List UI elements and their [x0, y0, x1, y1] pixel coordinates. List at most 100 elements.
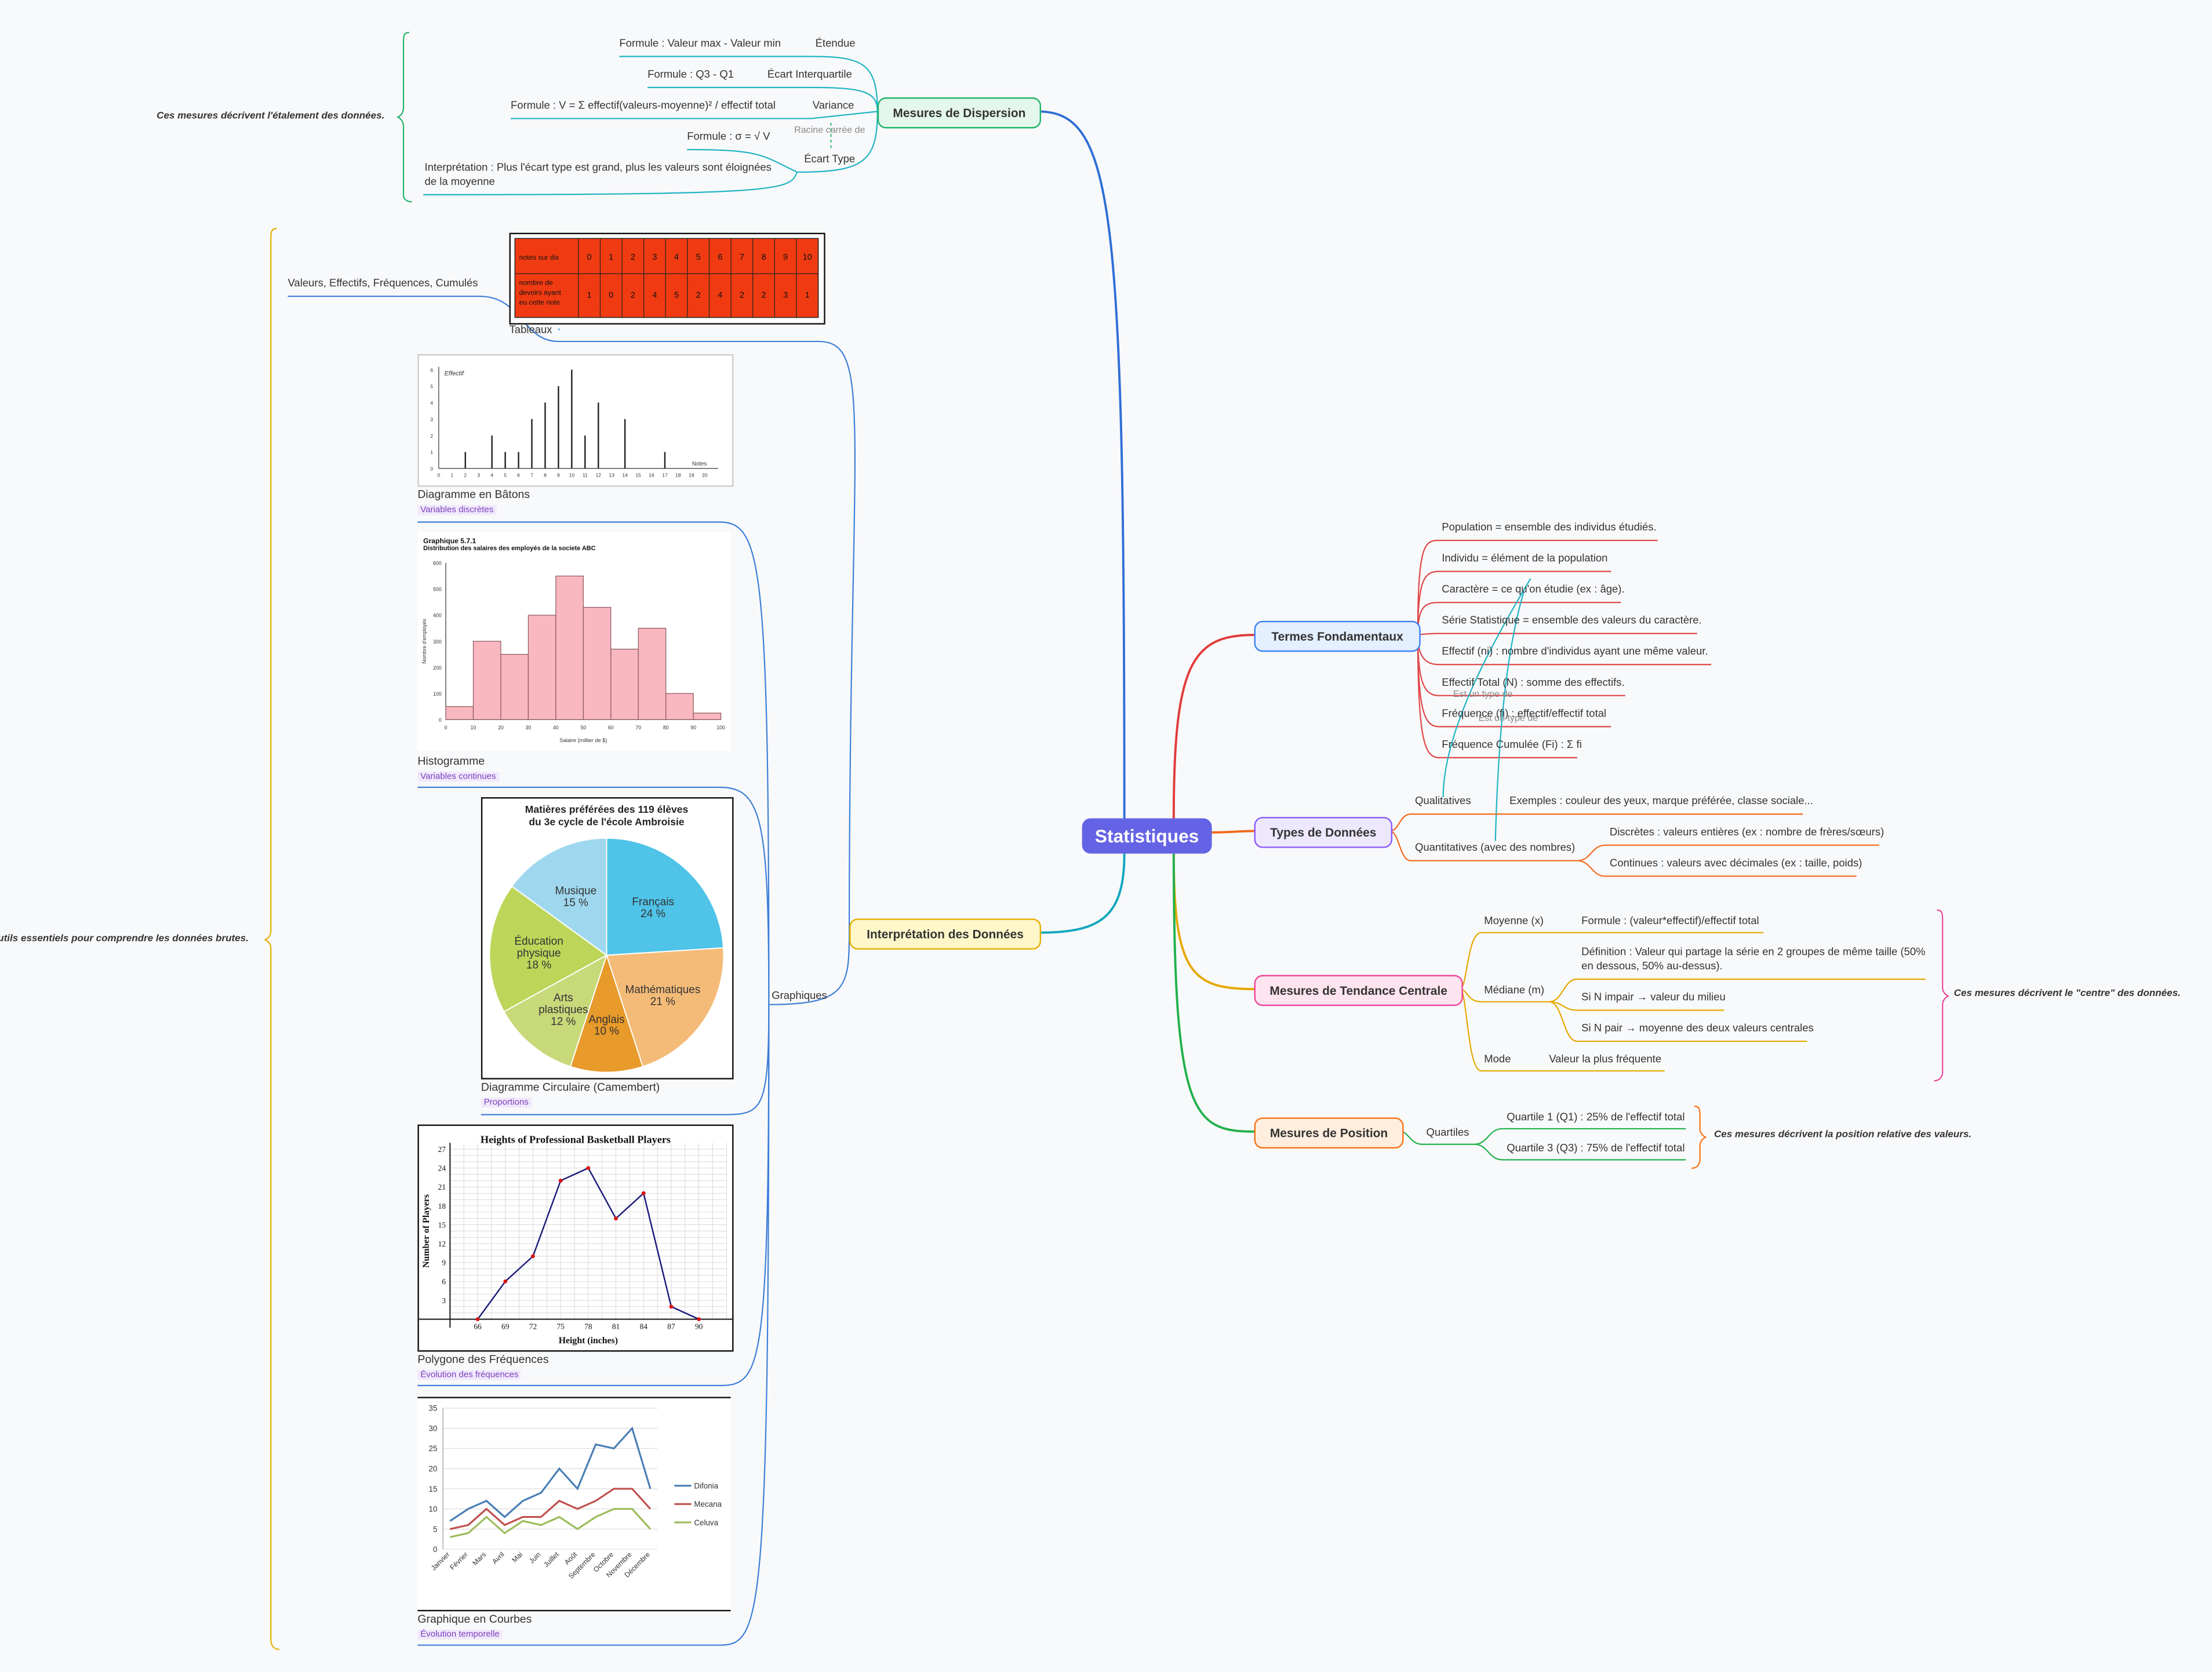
table-note-cell: 5 [696, 253, 701, 262]
dispersion-ecart-type[interactable]: Écart Type [804, 152, 856, 165]
pie-slice-label: Mathématiques [625, 984, 701, 996]
poly-x-tick: 69 [501, 1322, 510, 1331]
terme-item[interactable]: Individu = élément de la population [1442, 551, 1608, 565]
frequency-polygon-chart: Heights of Professional Basketball Playe… [419, 1133, 733, 1346]
lines-y-tick: 35 [429, 1404, 438, 1413]
poly-x-tick: 90 [695, 1322, 703, 1331]
tag-batons: Variables discrètes [417, 505, 497, 515]
tendance-mediane-def[interactable]: Définition : Valeur qui partage la série… [1581, 945, 1926, 958]
bar-y-tick: 0 [430, 466, 433, 472]
table-count-cell: 4 [718, 291, 722, 300]
terme-item[interactable]: Fréquence (fi) : effectif/effectif total [1442, 707, 1607, 720]
bar-x-tick: 14 [622, 472, 628, 478]
tendance-moyenne-formula[interactable]: Formule : (valeur*effectif)/effectif tot… [1581, 914, 1759, 927]
type-continues[interactable]: Continues : valeurs avec décimales (ex :… [1609, 856, 1862, 870]
tendance-mediane[interactable]: Médiane (m) [1484, 983, 1544, 997]
tableaux-label[interactable]: Tableaux ◔ [509, 323, 562, 336]
table-count-cell: 0 [609, 291, 613, 300]
pie-slice [606, 837, 725, 956]
tendance-mode-def[interactable]: Valeur la plus fréquente [1549, 1052, 1662, 1066]
central-topic[interactable]: Statistiques [1082, 818, 1212, 854]
bar-x-tick: 8 [544, 472, 547, 478]
table-row1-label: notes sur dix [519, 253, 559, 261]
hist-x-label: Salaire (millier de $) [559, 737, 607, 743]
poly-y-tick: 12 [438, 1240, 446, 1248]
dispersion-variance[interactable]: Variance [812, 99, 854, 112]
terme-item[interactable]: Fréquence Cumulée (Fi) : Σ fi [1442, 737, 1582, 751]
caption-circulaire[interactable]: Diagramme Circulaire (Camembert) [481, 1081, 660, 1094]
position-q3[interactable]: Quartile 3 (Q3) : 75% de l'effectif tota… [1507, 1141, 1685, 1154]
hist-x-tick: 30 [526, 725, 532, 730]
node-interpretation[interactable]: Interprétation des Données [849, 918, 1042, 950]
poly-x-tick: 81 [612, 1322, 620, 1331]
dispersion-ecart-iq-formula[interactable]: Formule : Q3 - Q1 [647, 67, 734, 81]
position-q1[interactable]: Quartile 1 (Q1) : 25% de l'effectif tota… [1507, 1110, 1685, 1124]
dispersion-variance-formula[interactable]: Formule : V = Σ effectif(valeurs-moyenne… [510, 99, 776, 112]
lines-y-tick: 30 [429, 1424, 438, 1433]
tendance-mediane-pair[interactable]: Si N pair → moyenne des deux valeurs cen… [1581, 1021, 1814, 1034]
tendance-mode[interactable]: Mode [1484, 1052, 1511, 1066]
poly-y-tick: 18 [438, 1202, 446, 1211]
node-types-donnees[interactable]: Types de Données [1254, 817, 1393, 848]
type-qualitatives-exemples[interactable]: Exemples : couleur des yeux, marque préf… [1509, 794, 1813, 808]
dispersion-ecart-type-interp[interactable]: Interprétation : Plus l'écart type est g… [424, 161, 772, 174]
pie-slice-pct: 18 % [526, 959, 551, 971]
node-tendance-centrale[interactable]: Mesures de Tendance Centrale [1254, 975, 1463, 1006]
pie-slice-label: physique [517, 947, 561, 959]
position-quartiles[interactable]: Quartiles [1426, 1126, 1469, 1139]
poly-x-tick: 75 [556, 1322, 565, 1331]
bar-x-tick: 9 [557, 472, 560, 478]
tableaux-child[interactable]: Valeurs, Effectifs, Fréquences, Cumulés [288, 277, 478, 289]
node-mesures-dispersion[interactable]: Mesures de Dispersion [877, 97, 1042, 129]
table-count-cell: 4 [652, 291, 657, 300]
node-mesures-position[interactable]: Mesures de Position [1254, 1117, 1404, 1149]
hist-y-tick: 400 [433, 613, 442, 619]
terme-item[interactable]: Population = ensemble des individus étud… [1442, 521, 1657, 533]
hist-y-tick: 0 [439, 717, 442, 723]
hist-y-label: Nombre d'employés [421, 619, 427, 664]
type-quantitatives[interactable]: Quantitatives (avec des nombres) [1415, 841, 1576, 854]
tendance-mediane-impair[interactable]: Si N impair → valeur du milieu [1581, 990, 1726, 1004]
bar-x-tick: 2 [464, 472, 467, 478]
caption-batons[interactable]: Diagramme en Bâtons [417, 488, 530, 501]
dispersion-ecart-type-formula[interactable]: Formule : σ = √ V [687, 129, 770, 143]
type-discretes[interactable]: Discrètes : valeurs entières (ex : nombr… [1609, 825, 1884, 838]
tendance-moyenne[interactable]: Moyenne (x) [1484, 914, 1544, 927]
caption-polygone[interactable]: Polygone des Fréquences [417, 1353, 549, 1366]
poly-x-tick: 84 [640, 1322, 648, 1331]
tag-histogramme: Variables continues [417, 772, 499, 782]
poly-title: Heights of Professional Basketball Playe… [481, 1133, 671, 1145]
bar-x-tick: 10 [569, 472, 575, 478]
caption-histogramme[interactable]: Histogramme [417, 755, 485, 768]
dispersion-etendue-formula[interactable]: Formule : Valeur max - Valeur min [619, 37, 781, 50]
bar-x-tick: 4 [490, 472, 493, 478]
tendance-note: Ces mesures décrivent le "centre" des do… [1953, 989, 2181, 999]
bar-x-tick: 17 [662, 472, 668, 478]
dispersion-etendue[interactable]: Étendue [815, 37, 856, 50]
node-termes-fondamentaux[interactable]: Termes Fondamentaux [1254, 620, 1421, 652]
poly-point [503, 1279, 508, 1284]
bar-x-tick: 5 [504, 472, 507, 478]
caption-courbes[interactable]: Graphique en Courbes [417, 1612, 532, 1626]
terme-item[interactable]: Série Statistique = ensemble des valeurs… [1442, 613, 1702, 627]
dispersion-ecart-iq[interactable]: Écart Interquartile [767, 67, 852, 81]
poly-y-tick: 15 [438, 1220, 446, 1229]
hist-bar [500, 654, 529, 720]
terme-item[interactable]: Caractère = ce qu'on étudie (ex : âge). [1442, 583, 1625, 596]
hist-x-tick: 0 [445, 725, 448, 730]
terme-item[interactable]: Effectif Total (N) : somme des effectifs… [1442, 675, 1625, 689]
lines-y-tick: 20 [429, 1464, 438, 1473]
poly-y-tick: 3 [442, 1296, 446, 1305]
lines-x-tick: Juin [527, 1550, 543, 1565]
bar-x-tick: 16 [649, 472, 654, 478]
terme-item[interactable]: Effectif (ni) : nombre d'individus ayant… [1442, 645, 1708, 658]
bar-x-tick: 19 [689, 472, 694, 478]
graphiques-label[interactable]: Graphiques [772, 989, 827, 1002]
type-qualitatives[interactable]: Qualitatives [1415, 794, 1471, 808]
poly-y-tick: 27 [438, 1145, 446, 1154]
